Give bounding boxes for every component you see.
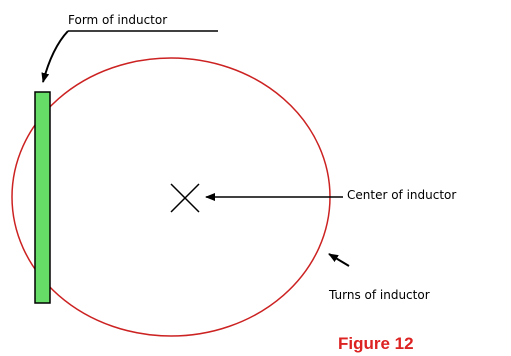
- center-x-mark: [170, 183, 200, 213]
- turns-label-arrow: [328, 253, 350, 267]
- center-label: Center of inductor: [347, 188, 456, 202]
- figure-caption: Figure 12: [338, 334, 414, 353]
- form-label-arrow: [41, 30, 69, 83]
- turns-label: Turns of inductor: [328, 288, 430, 302]
- inductor-form-bar: [34, 91, 51, 304]
- form-label: Form of inductor: [68, 13, 167, 27]
